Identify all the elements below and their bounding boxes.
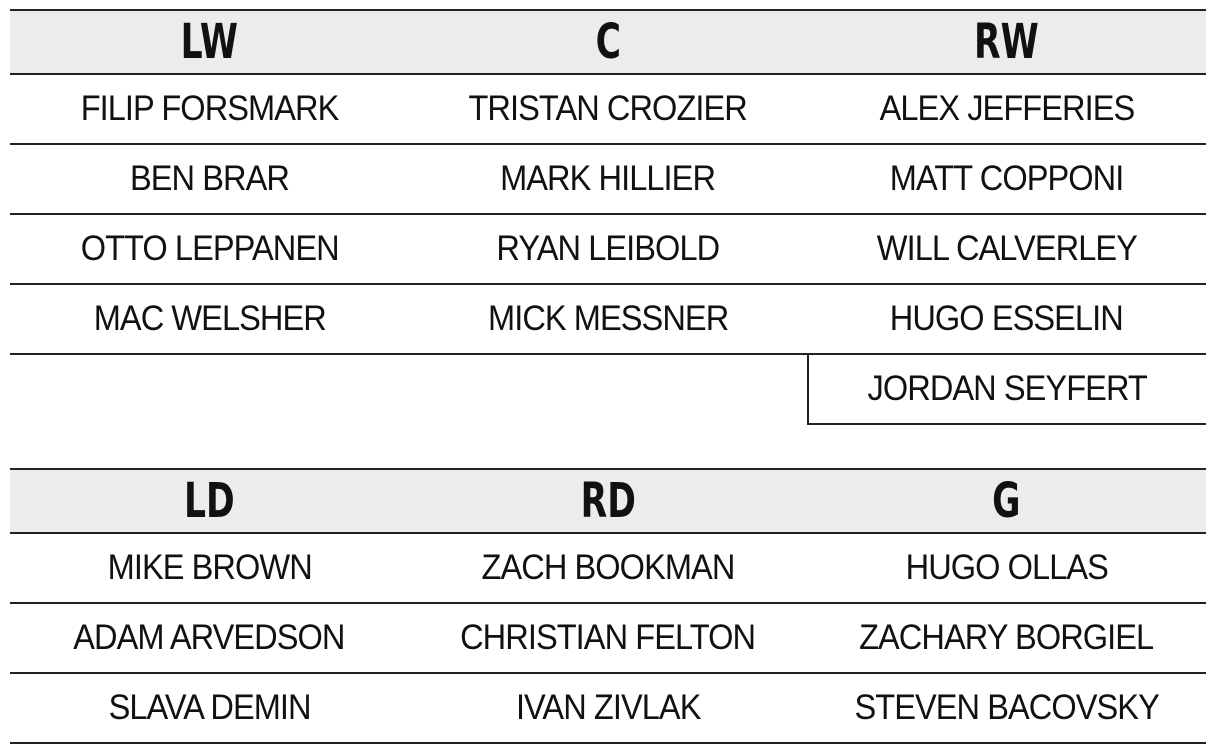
header-c: C — [595, 14, 621, 70]
table-row: MIKE BROWN ZACH BOOKMAN HUGO OLLAS — [10, 534, 1206, 604]
player-name: TRISTAN CROZIER — [468, 89, 748, 128]
header-ld: LD — [183, 473, 235, 529]
player-name: RYAN LEIBOLD — [496, 229, 721, 268]
player-name: MARK HILLIER — [500, 159, 717, 198]
player-name: ZACHARY BORGIEL — [859, 618, 1155, 657]
header-rw: RW — [974, 14, 1040, 70]
table-row: BEN BRAR MARK HILLIER MATT COPPONI — [10, 145, 1206, 215]
table-row: SLAVA DEMIN IVAN ZIVLAK STEVEN BACOVSKY — [10, 674, 1206, 744]
player-name: ALEX JEFFERIES — [879, 89, 1135, 128]
table-row: OTTO LEPPANEN RYAN LEIBOLD WILL CALVERLE… — [10, 215, 1206, 285]
player-name: MATT COPPONI — [889, 159, 1125, 198]
player-name: OTTO LEPPANEN — [80, 229, 339, 268]
forwards-roster-table: LW C RW FILIP FORSMARK TRISTAN CROZIER A… — [10, 9, 1206, 425]
player-name: IVAN ZIVLAK — [515, 688, 701, 727]
table-row: JORDAN SEYFERT — [10, 353, 1206, 425]
player-name: MAC WELSHER — [93, 299, 326, 338]
defense-header-row: LD RD G — [10, 468, 1206, 534]
player-name: MICK MESSNER — [487, 299, 729, 338]
player-name: HUGO ESSELIN — [890, 299, 1124, 338]
player-name: ZACH BOOKMAN — [481, 548, 736, 587]
header-g: G — [992, 473, 1021, 529]
table-row: FILIP FORSMARK TRISTAN CROZIER ALEX JEFF… — [10, 75, 1206, 145]
header-rd: RD — [580, 473, 636, 529]
table-row: ADAM ARVEDSON CHRISTIAN FELTON ZACHARY B… — [10, 604, 1206, 674]
player-name: JORDAN SEYFERT — [807, 353, 1206, 425]
defense-roster-table: LD RD G MIKE BROWN ZACH BOOKMAN HUGO OLL… — [10, 468, 1206, 744]
player-name: WILL CALVERLEY — [876, 229, 1138, 268]
empty-cell — [409, 355, 808, 425]
player-name: FILIP FORSMARK — [80, 89, 339, 128]
header-lw: LW — [180, 14, 239, 70]
table-row: MAC WELSHER MICK MESSNER HUGO ESSELIN — [10, 285, 1206, 355]
player-name: BEN BRAR — [129, 159, 290, 198]
player-name: CHRISTIAN FELTON — [460, 618, 756, 657]
player-name: STEVEN BACOVSKY — [854, 688, 1159, 727]
empty-cell — [10, 355, 409, 425]
forwards-header-row: LW C RW — [10, 9, 1206, 75]
player-name: ADAM ARVEDSON — [73, 618, 346, 657]
player-name: HUGO OLLAS — [905, 548, 1108, 587]
player-name: MIKE BROWN — [107, 548, 312, 587]
player-name: SLAVA DEMIN — [108, 688, 311, 727]
